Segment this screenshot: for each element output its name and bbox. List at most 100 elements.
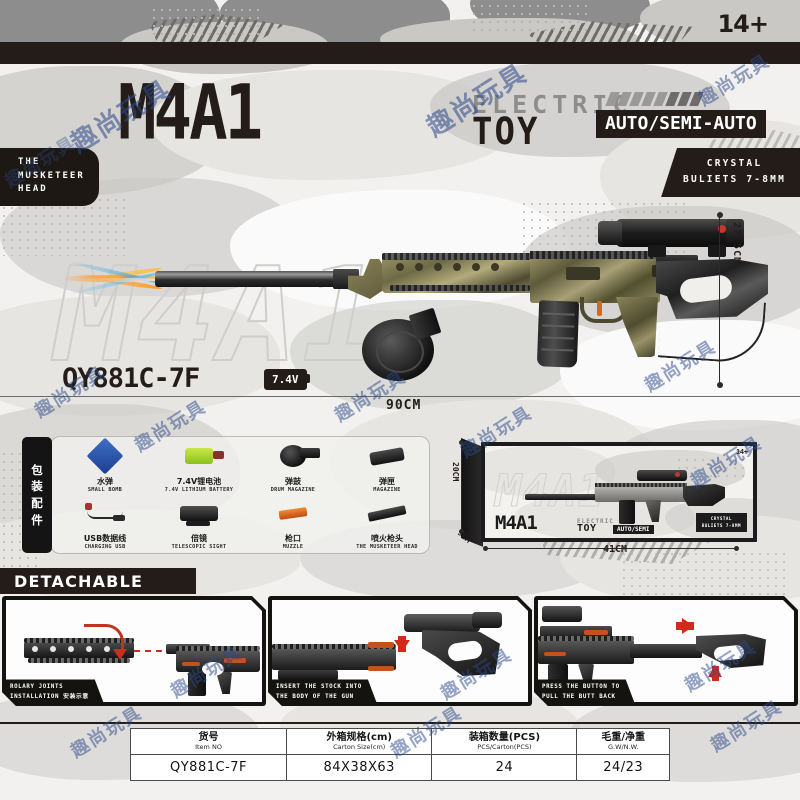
accessory-label-en: MAGAZINE [373,487,401,493]
accessory-label-cn: 7.4V锂电池 [176,477,222,486]
header-cn: 毛重/净重 [601,731,646,743]
acc-tab-char-1: 装 [31,479,43,494]
package-box-mockup: M4A1 14+ M4A1 ELECTRIC TOY AUTO/SEMI [451,428,785,556]
box-crystal-line1: CRYSTAL [710,516,732,522]
charging-handle [656,255,698,266]
accessories-tab-label: 包 装 配 件 [22,437,52,553]
acc-tab-char-3: 件 [31,512,43,527]
handguard-vent-holes [396,263,499,271]
box-fire-mode-badge: AUTO/SEMI [613,525,654,534]
magazine-icon [369,438,405,474]
accessory-item: 7.4V锂电池 7.4V LITHIUM BATTERY [152,438,246,495]
box-age-rating: 14+ [736,449,748,456]
insert-stock-arrow-icon [394,640,410,652]
header-cn: 装箱数量(PCS) [468,731,541,743]
accessory-label-en: CHARGING USB [84,544,126,550]
caption-line1: ROLARY JOINTS [10,684,64,691]
muzzle-icon [278,495,308,531]
scope-icon [180,495,218,531]
accessory-item: 喷火枪头 THE MUSKETEER HEAD [340,495,434,552]
pull-back-arrow-icon [682,618,694,634]
acc-tab-char-2: 配 [31,496,43,510]
detachable-panel: ROLARY JOINTS INSTALLATION 安装示意 [2,596,266,706]
camo-dots [620,550,790,600]
red-dot-indicator [718,225,726,233]
accessory-label-en: DRUM MAGAZINE [270,487,316,493]
table-header-cell: 毛重/净重 G.W/N.W. [576,728,670,755]
detachable-panel: INSERT THE STOCK INTO THE BODY OF THE GU… [268,596,532,706]
crystal-tag-line2: BULIETS 7-8MM [683,174,786,186]
box-electric-label: ELECTRIC [577,518,614,525]
trigger [597,301,602,316]
table-cell-item-no: QY881C-7F [129,754,288,781]
box-front-panel: M4A1 14+ M4A1 ELECTRIC TOY AUTO/SEMI [481,442,757,542]
model-number: QY881C-7F [62,363,200,394]
detachable-panel-art [272,600,528,702]
detachable-panel: PRESS THE BUTTON TO PULL THE BUTT BACK [534,596,798,706]
stripe-decoration [605,92,704,106]
height-dimension-label: 27.5CM [731,222,742,265]
detachable-panel-caption: ROLARY JOINTS INSTALLATION 安装示意 [2,679,105,706]
box-height-dimension-line [458,440,464,534]
bottom-rail [390,285,530,291]
height-dimension-line [716,212,723,388]
accessory-label-en: SMALL BOMB [87,487,123,493]
box-crystal-tag: CRYSTAL BULIETS 7-8MM [695,513,747,532]
accessory-item: 水弹 SMALL BOMB [58,437,152,495]
header-en: Carton Size(cm) [333,742,386,751]
detachable-panels-row: ROLARY JOINTS INSTALLATION 安装示意 INSERT T… [0,596,800,706]
battery-icon [185,438,224,474]
accessory-item: USB数据线 CHARGING USB [58,495,152,552]
header-cn: 外箱规格(cm) [326,731,392,743]
header-en: G.W/N.W. [608,742,639,751]
box-crystal-line2: BULIETS 7-8MM [701,522,741,528]
musketeer-head-tag: THE MUSKETEER HEAD [0,148,99,206]
magazine [536,300,580,368]
battery-voltage-badge: 7.4V [264,369,307,390]
accessory-item: 弹匣 MAGAZINE [340,438,434,495]
musketeer-tag-line1: THE [18,157,41,167]
camo-dots [0,196,130,256]
page-title: M4A1 [118,70,263,158]
accessory-label-en: TELESCOPIC SIGHT [171,544,227,550]
length-dimension-label: 90CM [386,398,422,413]
table-row: QY881C-7F 84X38X63 24 24/23 [129,754,670,781]
accessory-label-cn: 喷火枪头 [371,534,403,543]
crystal-bomb-icon [86,437,124,475]
musketeer-tag-line3: HEAD [18,184,48,194]
gun-receiver [530,257,660,303]
camo-dots [150,6,260,42]
box-product-title: M4A1 [495,512,538,534]
table-header-row: 货号 Item NO 外箱规格(cm) Carton Size(cm) 装箱数量… [129,728,670,755]
table-cell-carton-size: 84X38X63 [286,754,433,781]
scope-mount-front [648,245,666,257]
accessory-label-cn: 倍镜 [191,534,207,543]
table-cell-gw-nw: 24/23 [576,754,670,781]
top-rail [382,253,534,260]
header-cn: 货号 [198,731,219,743]
muzzle-flash-icon [60,259,165,297]
accessory-item: 倍镜 TELESCOPIC SIGHT [152,495,246,552]
accessory-label-cn: 枪口 [285,534,301,543]
box-gun-illustration [525,468,725,524]
telescopic-scope [598,219,744,247]
detachable-section-title: DETACHABLE [0,568,196,594]
caption-line1: INSERT THE STOCK INTO [276,684,362,691]
camo-dots [470,2,590,32]
accessories-grid: 水弹 SMALL BOMB 7.4V锂电池 7.4V LITHIUM BATTE… [58,437,434,552]
accessory-label-cn: 弹匣 [379,477,395,486]
gun-barrel [155,269,359,289]
accessory-label-cn: USB数据线 [83,534,127,543]
table-header-cell: 外箱规格(cm) Carton Size(cm) [286,728,433,755]
box-width-label: 41CM [603,544,628,555]
accessory-label-cn: 弹鼓 [285,477,301,486]
table-header-cell: 货号 Item NO [129,728,288,755]
pistol-grip [616,297,658,357]
box-height-label: 20CM [451,462,460,482]
crystal-bullets-tag: CRYSTAL BULIETS 7-8MM [661,148,800,198]
main-product-image [60,215,768,395]
musketeer-head-icon [367,495,407,531]
scope-mount-rear [708,245,726,257]
top-dark-strip [0,42,800,64]
table-cell-pcs-carton: 24 [431,754,578,781]
